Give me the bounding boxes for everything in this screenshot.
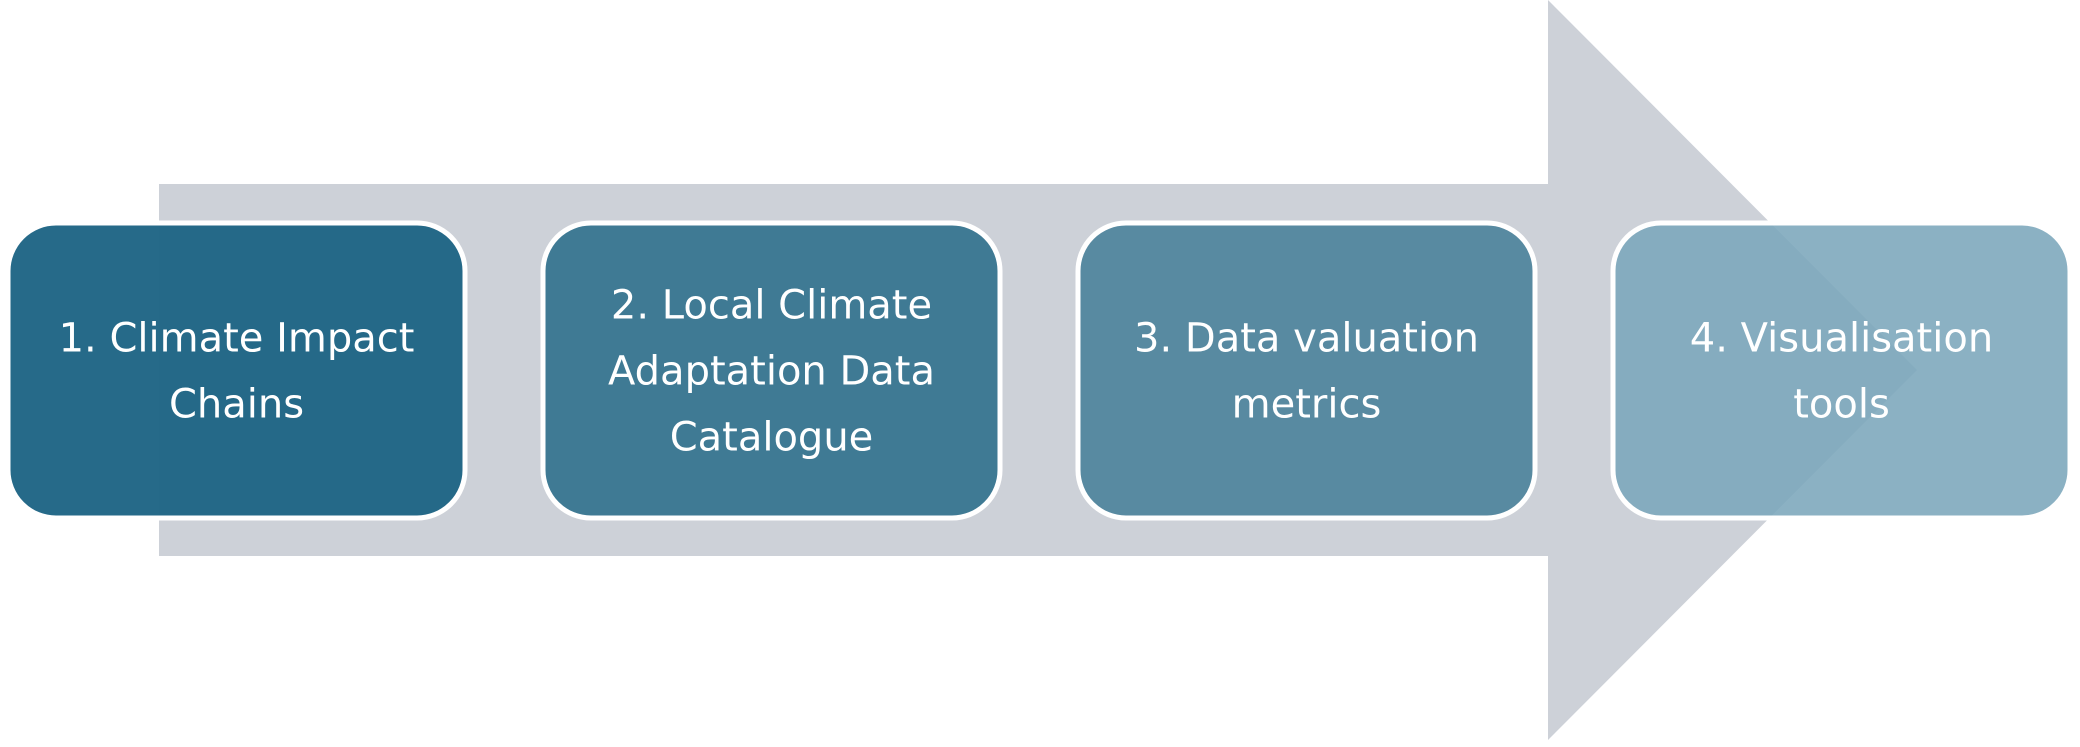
process-step-label: Catalogue xyxy=(670,415,874,461)
process-step-label: 4. Visualisation xyxy=(1690,316,1993,362)
process-step-label: Chains xyxy=(169,382,304,428)
process-step-box xyxy=(1610,220,2073,521)
process-step-box xyxy=(1075,220,1538,521)
process-step-label: Adaptation Data xyxy=(608,349,935,395)
process-step-3: 3. Data valuation metrics xyxy=(1075,220,1538,521)
process-arrow xyxy=(159,0,1917,740)
process-step-label: 3. Data valuation xyxy=(1134,316,1479,362)
process-step-box xyxy=(5,220,468,521)
process-step-label: tools xyxy=(1793,382,1890,428)
process-step-label: 2. Local Climate xyxy=(611,283,932,329)
process-step-label: metrics xyxy=(1232,382,1382,428)
process-step-label: 1. Climate Impact xyxy=(59,316,415,362)
process-step-box xyxy=(540,220,1003,521)
process-step-4: 4. Visualisation tools xyxy=(1610,220,2073,521)
